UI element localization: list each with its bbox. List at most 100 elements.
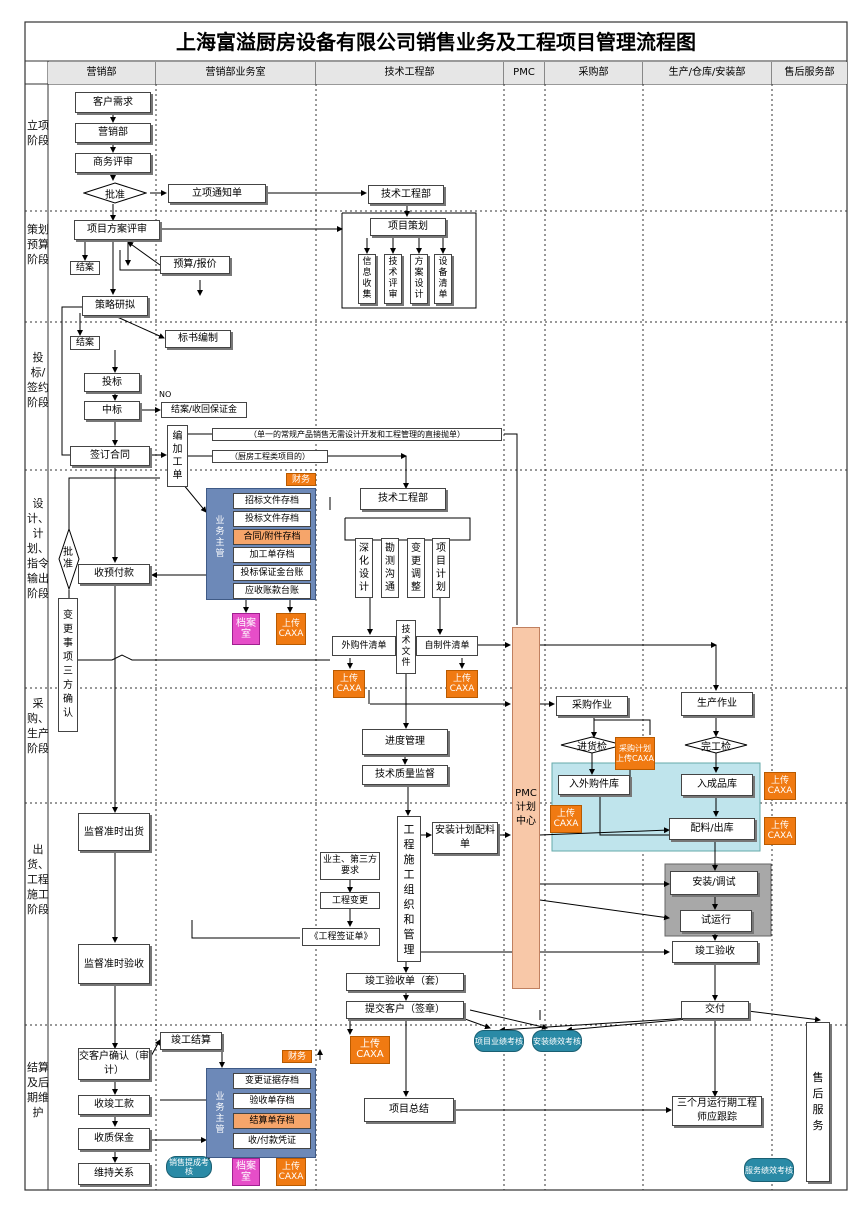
archive-item: 验收单存档 [233, 1093, 311, 1109]
node-qianding-hetong: 签订合同 [70, 446, 150, 466]
node-kehu-xuqiu: 客户需求 [75, 92, 151, 113]
archive-item: 变更证据存档 [233, 1073, 311, 1089]
node-pmc-center: PMC计划中心 [512, 627, 540, 989]
node-caxa-upload: 上传CAXA [764, 817, 796, 845]
col-header-caigou: 采购部 [545, 62, 643, 84]
decision-pizhun-2: 批准 [58, 528, 80, 590]
node-anzhuang-jihua: 安装计划配料单 [432, 822, 498, 854]
node-anzhuang-tiaoshi: 安装/调试 [670, 871, 758, 895]
node-xiaoshou-ticheng: 销售提成考核 [166, 1156, 212, 1178]
node-shiyunxing: 试运行 [680, 910, 752, 932]
stage-label: 立项阶段 [27, 119, 49, 147]
decision-label: 进货检 [577, 741, 607, 753]
col-header-yewushi: 营销部业务室 [156, 62, 316, 84]
node-biangeng-tiaozheng: 变更调整 [407, 538, 425, 598]
node-gongcheng-biangeng: 工程变更 [320, 892, 380, 909]
archive-item: 收/付款凭证 [233, 1133, 311, 1149]
node-shebei-qingdan: 设备清单 [434, 254, 452, 304]
archive-item: 应收账款台账 [233, 583, 311, 599]
node-waigoujian-qingdan: 外购件清单 [332, 636, 396, 656]
node-jiean-shouhui: 结案/收回保证金 [161, 402, 247, 418]
node-yingxiaobu: 营销部 [75, 123, 151, 143]
yewu-zhuguan-label: 业务主管 [215, 1092, 225, 1135]
node-caxa-upload: 上传CAXA [550, 805, 582, 833]
stage-label: 采购、生产阶段 [27, 697, 49, 755]
col-header-pmc: PMC [504, 62, 545, 84]
node-caxa-upload: 上传CAXA [333, 670, 365, 698]
node-jishu-pingshen: 技术评审 [384, 254, 402, 304]
node-yusuan-baojia: 预算/报价 [160, 256, 230, 274]
archive-item: 合同/附件存档 [233, 529, 311, 545]
col-header-shengchan: 生产/仓库/安装部 [643, 62, 772, 84]
node-caiwu-1: 财务 [286, 473, 316, 486]
node-fuwu-jixiao: 服务绩效考核 [744, 1158, 794, 1182]
node-shou-yufu: 收预付款 [78, 564, 150, 584]
node-yezhu-yaoqiu: 业主、第三方要求 [320, 852, 380, 880]
node-jiandu-chuhuo: 监督准时出货 [78, 813, 150, 851]
node-dangan-1: 档案室 [232, 613, 260, 645]
node-peiliao-chuku: 配料/出库 [669, 818, 755, 840]
node-bianjia-gongdan: 编加工单 [167, 425, 188, 487]
decision-label: 完工检 [701, 741, 731, 753]
archive-item: 投标保证金台账 [233, 565, 311, 581]
node-zizhijian-qingdan: 自制件清单 [416, 636, 478, 656]
node-shengchan-zuoye: 生产作业 [681, 692, 753, 716]
node-fangan-sheji: 方案设计 [410, 254, 428, 304]
node-shenhua-sheji: 深化设计 [355, 538, 373, 598]
archive-item: 结算单存档 [233, 1113, 311, 1129]
node-jiean-2: 结案 [70, 336, 100, 350]
node-sangeyue: 三个月运行期工程师应跟踪 [672, 1096, 762, 1126]
node-lixiang-tongzhidan: 立项通知单 [168, 184, 266, 203]
archive-item: 加工单存档 [233, 547, 311, 563]
node-jiandu-yanshou: 监督准时验收 [78, 944, 150, 984]
node-gongcheng-qianzheng: 《工程签证单》 [302, 928, 380, 946]
stage-label: 投标/签约阶段 [27, 351, 49, 409]
archive-stack-1: 业务主管 招标文件存档 投标文件存档 合同/附件存档 加工单存档 投标保证金台账… [206, 488, 316, 600]
node-xiangmu-cehua: 项目策划 [370, 218, 446, 236]
node-gongcheng-shigong: 工程施工组织和管理 [397, 816, 421, 962]
node-jishu-zhiliang-jiandu: 技术质量监督 [362, 765, 448, 785]
col-header-shouhou: 售后服务部 [772, 62, 847, 84]
node-dangan-2: 档案室 [232, 1158, 260, 1186]
node-xiangmu-zongjie: 项目总结 [364, 1098, 454, 1122]
node-anzhuang-jixiao: 安装绩效考核 [532, 1030, 582, 1052]
node-jiaofu: 交付 [681, 1001, 749, 1019]
node-jungong-jiesuan: 竣工结算 [160, 1032, 222, 1050]
decision-wangongjian: 完工检 [684, 736, 748, 754]
node-xiangmu-yeji: 项目业绩考核 [474, 1030, 524, 1052]
decision-pizhun: 批准 [83, 182, 147, 204]
node-xiangmu-jihua: 项目计划 [432, 538, 450, 598]
archive-stack-2: 业务主管 变更证据存档 验收单存档 结算单存档 收/付款凭证 [206, 1068, 316, 1158]
node-jungong-yanshoudan: 竣工验收单（套） [346, 973, 464, 991]
note-chufang: （厨房工程类项目的） [212, 450, 328, 463]
node-toubiao: 投标 [84, 373, 140, 392]
node-jishu-wenjian: 技术文件 [396, 620, 416, 674]
stage-label: 出货、工程施工阶段 [27, 843, 49, 916]
node-tijiao-kehu: 提交客户（签章） [346, 1001, 464, 1019]
archive-item: 招标文件存档 [233, 493, 311, 509]
chart-title: 上海富溢厨房设备有限公司销售业务及工程项目管理流程图 [176, 30, 696, 54]
decision-label: 批准 [105, 189, 125, 201]
archive-item: 投标文件存档 [233, 511, 311, 527]
node-caigou-zuoye: 采购作业 [556, 696, 628, 716]
note-changgui: （单一的常规产品销售无需设计开发和工程管理的直接抛单） [212, 428, 502, 441]
node-caxa-upload: 上传CAXA [276, 613, 306, 645]
decision-label: 批准 [63, 547, 73, 570]
node-xiangmu-fangan-pingshen: 项目方案评审 [74, 220, 160, 240]
col-header-yingxiao: 营销部 [48, 62, 156, 84]
node-jishu-gongchengbu: 技术工程部 [368, 185, 444, 204]
node-jiean-1: 结案 [70, 261, 100, 275]
node-jindu-guanli: 进度管理 [362, 729, 448, 755]
node-biaoshu-bianzhi: 标书编制 [165, 330, 231, 348]
node-celue-yanni: 策略研拟 [82, 296, 148, 316]
node-shouhou-fuwu: 售后服务 [806, 1022, 830, 1182]
node-caxa-upload: 上传CAXA [764, 772, 796, 800]
node-jiao-kehu-queren: 交客户确认（审计） [78, 1048, 150, 1080]
node-ruwaigoujianku: 入外购件库 [558, 775, 630, 795]
node-caxa-upload: 上传CAXA [350, 1036, 390, 1064]
node-caxa-upload: 上传CAXA [276, 1158, 306, 1186]
stage-label: 结算及后期维护 [27, 1061, 49, 1119]
yewu-zhuguan-label: 业务主管 [215, 516, 225, 559]
node-shangwu-pingshen: 商务评审 [75, 153, 151, 173]
